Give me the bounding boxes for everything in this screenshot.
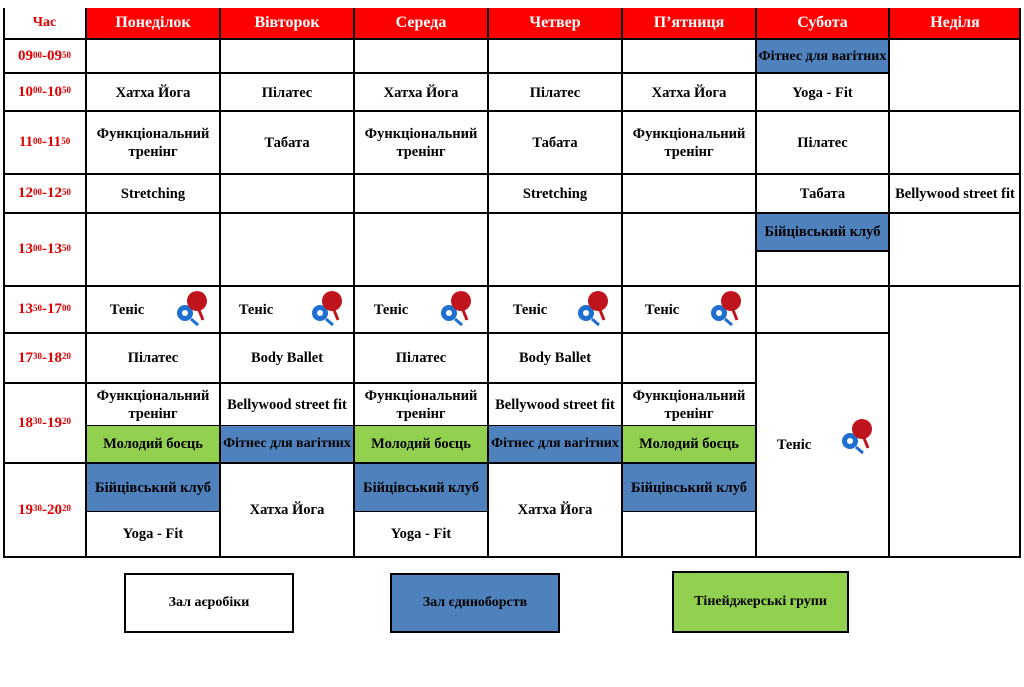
legend-aerobics-hall: Зал аєробіки — [124, 573, 294, 633]
class-tennis: Теніс — [109, 301, 145, 318]
class-functional: Функціональний тренінг — [632, 387, 746, 422]
class-young-fighter: Молодий боєць — [103, 436, 203, 452]
header-time: Час — [3, 8, 86, 38]
martial-hall-bg — [756, 213, 889, 251]
martial-hall-bg — [488, 425, 622, 463]
class-hatha-yoga: Хатха Йога — [517, 502, 593, 518]
class-fitness-pregnant: Фітнес для вагітних — [223, 436, 351, 451]
class-tennis: Теніс — [238, 301, 274, 318]
class-bellywood: Bellywood street fit — [227, 396, 347, 413]
class-tennis: Теніс — [512, 301, 548, 318]
martial-hall-bg — [220, 425, 354, 463]
class-hatha-yoga: Хатха Йога — [383, 84, 459, 101]
class-body-ballet: Body Ballet — [250, 350, 324, 366]
class-young-fighter: Молодий боєць — [639, 436, 739, 452]
class-stretching: Stretching — [522, 185, 588, 202]
class-tabata: Табата — [264, 134, 310, 151]
class-body-ballet: Body Ballet — [518, 350, 592, 366]
class-yoga-fit: Yoga - Fit — [390, 526, 452, 542]
ping-pong-paddle-icon — [312, 291, 342, 326]
class-pilates: Пілатес — [261, 84, 313, 101]
header-thursday: Четвер — [488, 8, 622, 38]
class-pilates: Пілатес — [127, 350, 179, 366]
class-fitness-pregnant: Фітнес для вагітних — [491, 436, 619, 451]
class-functional: Функціональний тренінг — [96, 125, 210, 160]
class-stretching: Stretching — [120, 185, 186, 202]
class-fitness-pregnant: Фітнес для вагітних — [758, 48, 887, 64]
class-yoga-fit: Yoga - Fit — [122, 526, 184, 542]
ping-pong-paddle-icon — [177, 291, 207, 326]
teen-group-bg — [622, 425, 756, 463]
header-sunday: Неділя — [889, 8, 1021, 38]
class-tennis: Теніс — [776, 437, 812, 453]
class-functional: Функціональний тренінг — [632, 125, 746, 160]
class-fight-club: Бійцівський клуб — [764, 224, 881, 240]
martial-hall-bg — [756, 40, 889, 73]
class-tabata: Табата — [532, 134, 578, 151]
ping-pong-paddle-icon — [578, 291, 608, 326]
class-hatha-yoga: Хатха Йога — [651, 84, 727, 101]
ping-pong-paddle-icon — [711, 291, 741, 326]
class-tabata: Табата — [799, 185, 846, 202]
header-monday: Понеділок — [86, 8, 220, 38]
class-yoga-fit: Yoga - Fit — [792, 84, 853, 101]
martial-hall-bg — [86, 463, 220, 511]
header-saturday: Субота — [756, 8, 889, 38]
class-pilates: Пілатес — [395, 350, 447, 366]
ping-pong-paddle-icon — [441, 291, 471, 326]
ping-pong-paddle-icon — [842, 419, 872, 454]
class-pilates: Пілатес — [529, 84, 581, 101]
teen-group-bg — [86, 425, 220, 463]
class-tennis: Теніс — [644, 301, 680, 318]
legend-martial-arts-hall: Зал єдиноборств — [390, 573, 560, 633]
header-tuesday: Вівторок — [220, 8, 354, 38]
class-functional: Функціональний тренінг — [96, 387, 210, 422]
class-bellywood: Bellywood street fit — [895, 185, 1015, 202]
class-hatha-yoga: Хатха Йога — [115, 84, 191, 101]
class-fight-club: Бійцівський клуб — [363, 479, 479, 496]
class-fight-club: Бійцівський клуб — [631, 479, 747, 496]
class-fight-club: Бійцівський клуб — [95, 479, 211, 496]
header-wednesday: Середа — [354, 8, 488, 38]
class-pilates: Пілатес — [797, 134, 848, 151]
class-functional: Функціональний тренінг — [364, 387, 478, 422]
class-tennis: Теніс — [373, 301, 409, 318]
header-friday: П’ятниця — [622, 8, 756, 38]
class-functional: Функціональний тренінг — [364, 125, 478, 160]
class-young-fighter: Молодий боєць — [371, 436, 471, 452]
martial-hall-bg — [354, 463, 488, 511]
class-hatha-yoga: Хатха Йога — [249, 502, 325, 518]
legend-teen-groups: Тінейджерські групи — [672, 571, 849, 633]
teen-group-bg — [354, 425, 488, 463]
martial-hall-bg — [622, 463, 756, 511]
class-bellywood: Bellywood street fit — [495, 396, 615, 413]
